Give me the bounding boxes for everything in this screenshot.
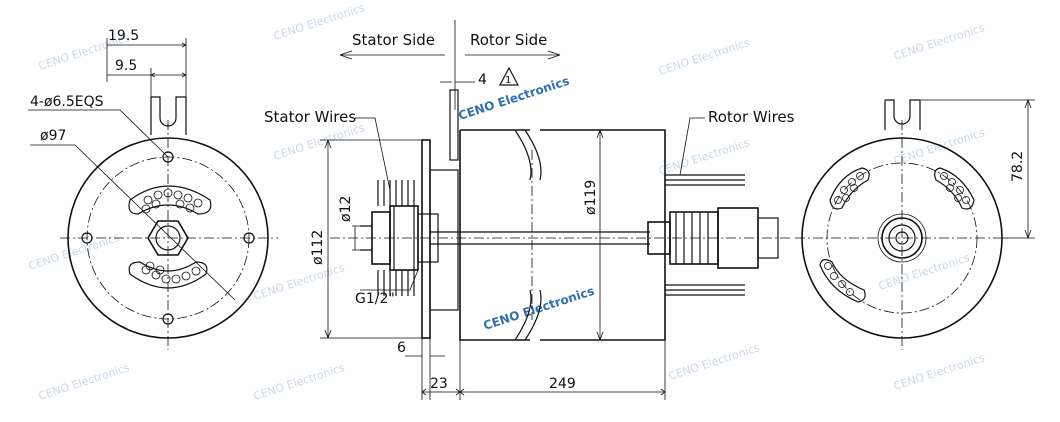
left-end-view: 19.5 9.5 4-ø6.5EQS ø97 (28, 28, 278, 350)
dim-9-5: 9.5 (115, 58, 137, 74)
dim-d112-arrows (324, 138, 332, 340)
body-break-lines (514, 129, 542, 341)
stator-fitting-details (360, 206, 415, 270)
right-connector-left (829, 167, 870, 210)
watermark: CENO Electronics (27, 231, 122, 273)
right-centerlines (795, 120, 1010, 350)
thread-label: G1/2" (355, 291, 395, 307)
warning-number: 1 (505, 75, 511, 86)
rotor-wires-leader (679, 117, 705, 176)
left-top-dim-lines (106, 38, 187, 97)
stator-hub (429, 169, 459, 311)
dim-19-5: 19.5 (108, 28, 139, 44)
dim-78-2-arrows (1024, 98, 1032, 240)
dim-4: 4 (478, 72, 487, 88)
right-center-mid (888, 224, 916, 252)
dim-d97: ø97 (40, 128, 66, 144)
dim-23: 23 (430, 376, 448, 392)
dim-6: 6 (397, 340, 406, 356)
dim-78-2: 78.2 (1010, 151, 1026, 182)
dim-78-2-line (920, 99, 1035, 239)
right-end-view: 78.2 (795, 98, 1035, 350)
left-connector-upper (128, 185, 212, 215)
dim-d112: ø112 (310, 230, 326, 265)
rotor-wires-top (665, 174, 745, 186)
rotor-fitting-ribs (675, 212, 709, 264)
left-dim-arrows (150, 42, 187, 78)
rotor-wires-label: Rotor Wires (708, 108, 795, 126)
stator-wires-label: Stator Wires (264, 108, 356, 126)
watermarks: CENO Electronics CENO Electronics CENO E… (27, 1, 987, 403)
stator-wires-top (377, 180, 415, 206)
watermark: CENO Electronics (657, 136, 752, 178)
watermark: CENO Electronics (877, 251, 972, 293)
hollow-shaft (430, 231, 650, 245)
dim-d119: ø119 (583, 180, 599, 215)
right-mount-tab (884, 99, 921, 130)
dim-d12-line (352, 225, 372, 251)
rotor-arrow (465, 50, 561, 60)
watermark: CENO Electronics (482, 284, 596, 333)
right-center-inner (895, 231, 909, 245)
side-mount-tab (449, 89, 459, 161)
watermark: CENO Electronics (657, 36, 752, 78)
watermark: CENO Electronics (252, 261, 347, 303)
rotor-wires-bottom (665, 284, 745, 296)
d97-leader (30, 144, 236, 301)
watermark: CENO Electronics (457, 74, 571, 123)
watermark: CENO Electronics (892, 21, 987, 63)
watermark: CENO Electronics (37, 361, 132, 403)
left-mount-tab (150, 96, 187, 135)
warning-triangle (499, 66, 519, 86)
watermark: CENO Electronics (892, 351, 987, 393)
dim-holes: 4-ø6.5EQS (30, 94, 104, 110)
stator-wires-bottom (377, 270, 415, 296)
watermark: CENO Electronics (272, 121, 367, 163)
left-connector-pins (141, 188, 203, 284)
right-connector-pins (824, 172, 970, 296)
left-center-bore (155, 225, 181, 251)
rotor-side-label: Rotor Side (470, 31, 547, 49)
dim-bottom-arrows (421, 388, 666, 396)
holes-leader (28, 109, 169, 158)
bottom-extension-lines (421, 338, 666, 400)
right-connector-bottom (819, 259, 866, 303)
watermark: CENO Electronics (667, 341, 762, 383)
dim-d12: ø12 (338, 196, 354, 222)
right-center-ring (877, 213, 927, 263)
dim-249: 249 (549, 376, 576, 392)
stator-arrow (339, 50, 445, 60)
side-view: Stator Side Rotor Side 4 1 Stator Wires (264, 20, 795, 400)
right-connector-right (934, 167, 975, 210)
main-body (459, 129, 666, 341)
stator-flange (421, 139, 431, 339)
rotor-fitting-tip (757, 217, 779, 259)
left-hex-fitting (147, 220, 189, 256)
thread-leader (360, 269, 419, 291)
stator-thread (417, 213, 439, 263)
watermark: CENO Electronics (892, 126, 987, 168)
dim-d119-arrows (596, 128, 604, 342)
watermark: CENO Electronics (252, 361, 347, 403)
right-center-outer (881, 217, 923, 259)
stator-side-label: Stator Side (352, 31, 435, 49)
stator-wires-leader (355, 117, 391, 191)
dim-d112-line (320, 139, 422, 339)
